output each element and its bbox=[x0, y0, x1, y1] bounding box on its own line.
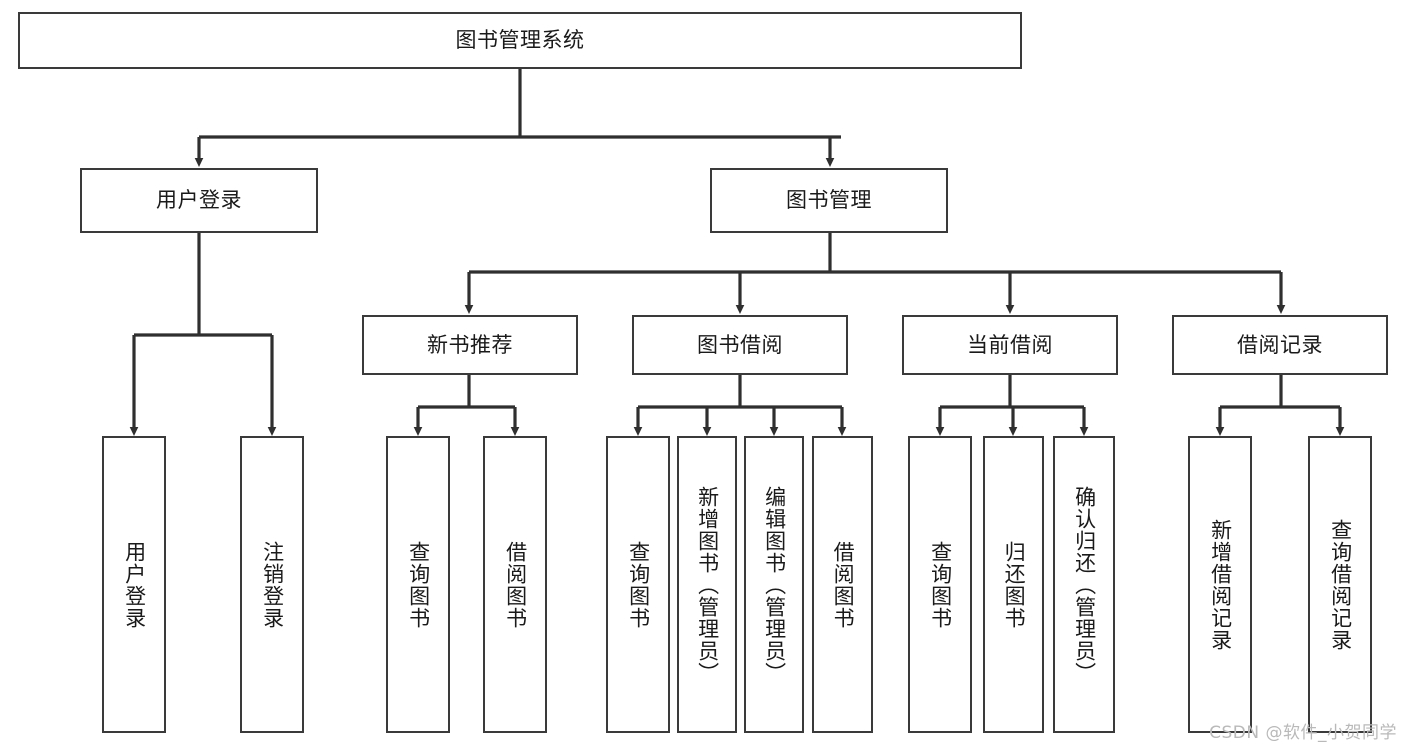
node-leaf-edit-book[interactable]: 编辑图书（管理员） bbox=[744, 436, 804, 733]
node-leaf-query-book-2[interactable]: 查询图书 bbox=[606, 436, 670, 733]
node-user-login-label: 用户登录 bbox=[156, 188, 242, 213]
node-leaf-return-book-label: 归还图书 bbox=[1002, 540, 1027, 629]
node-leaf-query-book-3-label: 查询图书 bbox=[928, 540, 953, 629]
node-leaf-user-login[interactable]: 用户登录 bbox=[102, 436, 166, 733]
node-leaf-query-book-2-label: 查询图书 bbox=[626, 540, 651, 629]
node-leaf-add-book-label: 新增图书（管理员） bbox=[695, 485, 720, 684]
node-book-manage[interactable]: 图书管理 bbox=[710, 168, 948, 233]
node-leaf-borrow-book-2-label: 借阅图书 bbox=[831, 540, 856, 629]
node-leaf-query-book-1-label: 查询图书 bbox=[406, 540, 431, 629]
node-current-borrow[interactable]: 当前借阅 bbox=[902, 315, 1118, 375]
node-leaf-user-login-label: 用户登录 bbox=[122, 540, 147, 629]
watermark: CSDN @软件_小贺同学 bbox=[1209, 723, 1397, 743]
node-leaf-borrow-book-1[interactable]: 借阅图书 bbox=[483, 436, 547, 733]
node-leaf-add-record[interactable]: 新增借阅记录 bbox=[1188, 436, 1252, 733]
node-borrow-record-label: 借阅记录 bbox=[1237, 332, 1323, 357]
node-leaf-borrow-book-2[interactable]: 借阅图书 bbox=[812, 436, 873, 733]
node-leaf-query-record-label: 查询借阅记录 bbox=[1328, 518, 1353, 651]
node-leaf-logout[interactable]: 注销登录 bbox=[240, 436, 304, 733]
node-leaf-add-book[interactable]: 新增图书（管理员） bbox=[677, 436, 737, 733]
node-new-book-rec[interactable]: 新书推荐 bbox=[362, 315, 578, 375]
node-borrow-record[interactable]: 借阅记录 bbox=[1172, 315, 1388, 375]
node-leaf-return-book[interactable]: 归还图书 bbox=[983, 436, 1044, 733]
node-current-borrow-label: 当前借阅 bbox=[967, 332, 1053, 357]
node-book-manage-label: 图书管理 bbox=[786, 188, 872, 213]
node-root[interactable]: 图书管理系统 bbox=[18, 12, 1022, 69]
node-new-book-rec-label: 新书推荐 bbox=[427, 332, 513, 357]
node-root-label: 图书管理系统 bbox=[455, 28, 585, 53]
node-leaf-logout-label: 注销登录 bbox=[260, 540, 285, 629]
node-leaf-confirm-return-label: 确认归还（管理员） bbox=[1072, 485, 1097, 684]
node-book-borrow[interactable]: 图书借阅 bbox=[632, 315, 848, 375]
node-leaf-query-record[interactable]: 查询借阅记录 bbox=[1308, 436, 1372, 733]
node-user-login[interactable]: 用户登录 bbox=[80, 168, 318, 233]
node-leaf-query-book-1[interactable]: 查询图书 bbox=[386, 436, 450, 733]
node-leaf-borrow-book-1-label: 借阅图书 bbox=[503, 540, 528, 629]
node-leaf-confirm-return[interactable]: 确认归还（管理员） bbox=[1053, 436, 1115, 733]
node-leaf-query-book-3[interactable]: 查询图书 bbox=[908, 436, 972, 733]
node-leaf-edit-book-label: 编辑图书（管理员） bbox=[762, 485, 787, 684]
node-leaf-add-record-label: 新增借阅记录 bbox=[1208, 518, 1233, 651]
node-book-borrow-label: 图书借阅 bbox=[697, 332, 783, 357]
